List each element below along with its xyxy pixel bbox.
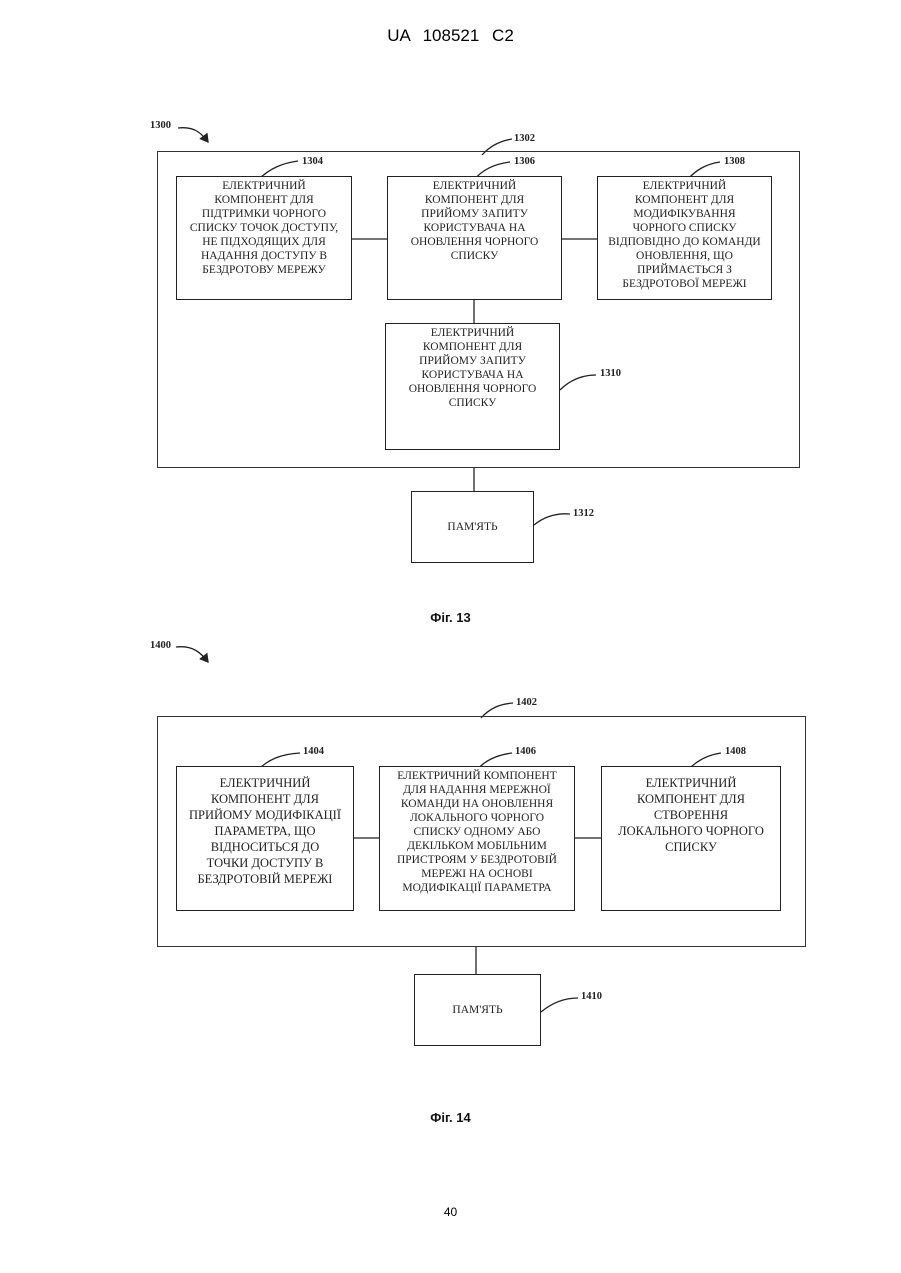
ref-1312: 1312 — [573, 508, 594, 519]
ref-1404: 1404 — [303, 746, 324, 757]
box-text: ЕЛЕКТРИЧНИЙ КОМПОНЕНТ ДЛЯ СТВОРЕННЯ ЛОКА… — [602, 775, 780, 855]
fig14-box-network-command: ЕЛЕКТРИЧНИЙ КОМПОНЕНТ ДЛЯ НАДАННЯ МЕРЕЖН… — [379, 766, 575, 911]
box-text: ЕЛЕКТРИЧНИЙ КОМПОНЕНТ ДЛЯ ПРИЙОМУ ЗАПИТУ… — [386, 326, 559, 410]
fig13-box-blacklist-support: ЕЛЕКТРИЧНИЙ КОМПОНЕНТ ДЛЯ ПІДТРИМКИ ЧОРН… — [176, 176, 352, 300]
ref-1408: 1408 — [725, 746, 746, 757]
ref-1300: 1300 — [150, 120, 171, 131]
ref-1406: 1406 — [515, 746, 536, 757]
memory-label: ПАМ'ЯТЬ — [415, 1003, 540, 1017]
box-text: ЕЛЕКТРИЧНИЙ КОМПОНЕНТ ДЛЯ МОДИФІКУВАННЯ … — [598, 179, 771, 291]
fig13-box-modify-blacklist: ЕЛЕКТРИЧНИЙ КОМПОНЕНТ ДЛЯ МОДИФІКУВАННЯ … — [597, 176, 772, 300]
fig14-memory-box: ПАМ'ЯТЬ — [414, 974, 541, 1046]
ref-1410: 1410 — [581, 991, 602, 1002]
fig14-box-local-blacklist: ЕЛЕКТРИЧНИЙ КОМПОНЕНТ ДЛЯ СТВОРЕННЯ ЛОКА… — [601, 766, 781, 911]
box-text: ЕЛЕКТРИЧНИЙ КОМПОНЕНТ ДЛЯ НАДАННЯ МЕРЕЖН… — [380, 769, 574, 895]
ref-1302: 1302 — [514, 133, 535, 144]
ref-1306: 1306 — [514, 156, 535, 167]
fig13-box-user-request-2: ЕЛЕКТРИЧНИЙ КОМПОНЕНТ ДЛЯ ПРИЙОМУ ЗАПИТУ… — [385, 323, 560, 450]
ref-1308: 1308 — [724, 156, 745, 167]
ref-1400: 1400 — [150, 640, 171, 651]
fig14-caption: Фіг. 14 — [0, 1110, 901, 1125]
box-text: ЕЛЕКТРИЧНИЙ КОМПОНЕНТ ДЛЯ ПРИЙОМУ ЗАПИТУ… — [388, 179, 561, 263]
box-text: ЕЛЕКТРИЧНИЙ КОМПОНЕНТ ДЛЯ ПРИЙОМУ МОДИФІ… — [177, 775, 353, 887]
fig13-box-user-request: ЕЛЕКТРИЧНИЙ КОМПОНЕНТ ДЛЯ ПРИЙОМУ ЗАПИТУ… — [387, 176, 562, 300]
ref-1310: 1310 — [600, 368, 621, 379]
box-text: ЕЛЕКТРИЧНИЙ КОМПОНЕНТ ДЛЯ ПІДТРИМКИ ЧОРН… — [177, 179, 351, 277]
fig13-caption: Фіг. 13 — [0, 610, 901, 625]
memory-label: ПАМ'ЯТЬ — [412, 520, 533, 534]
fig13-memory-box: ПАМ'ЯТЬ — [411, 491, 534, 563]
page-number: 40 — [0, 1205, 901, 1219]
fig14-box-param-modification: ЕЛЕКТРИЧНИЙ КОМПОНЕНТ ДЛЯ ПРИЙОМУ МОДИФІ… — [176, 766, 354, 911]
ref-1402: 1402 — [516, 697, 537, 708]
ref-1304: 1304 — [302, 156, 323, 167]
